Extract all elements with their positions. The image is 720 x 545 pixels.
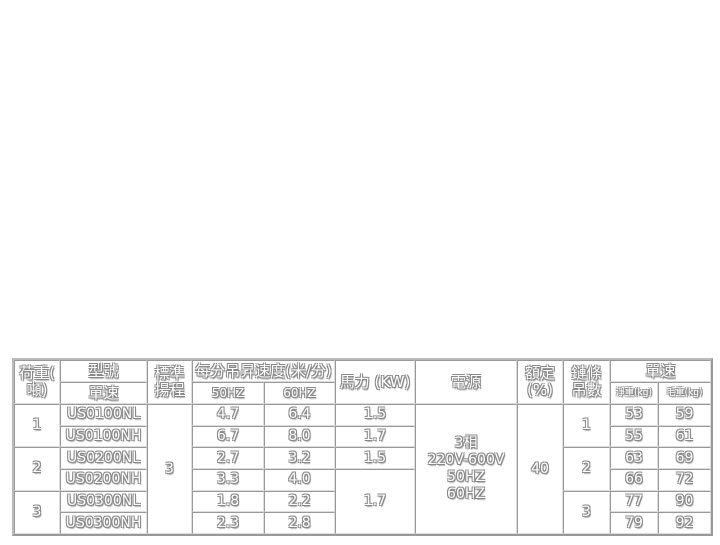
table-row: 3 US0300NL 1.8 2.2 3 77 90 (14, 490, 712, 534)
cell-lift: 3 (147, 404, 192, 534)
cell-model: US0100NH (60, 425, 147, 448)
cell-gross: 72 (658, 468, 712, 491)
cell-gross: 69 (658, 447, 712, 469)
header-net-weight: 淨重(kg) (610, 382, 659, 404)
cell-speed-50: 6.7 (192, 425, 264, 448)
cell-power: 1.5 (335, 447, 416, 469)
header-speed: 每分吊昇速度(米/分) (192, 360, 336, 382)
hoist-spec-table: 荷重(噸) 型號 標準揚程 每分吊昇速度(米/分) 馬力 (KW) 電源 額定(… (12, 358, 714, 536)
header-gross-weight: 毛重(kg) (658, 382, 712, 404)
cell-model: US0300NL (60, 490, 147, 513)
cell-model: US0200NH (60, 468, 147, 491)
header-model: 型號 (60, 360, 147, 382)
cell-speed-50: 2.3 (192, 512, 264, 534)
header-60hz: 60HZ (264, 382, 336, 404)
cell-gross: 90 (658, 490, 712, 513)
cell-chain: 3 (563, 490, 611, 534)
cell-speed-60: 2.8 (264, 512, 336, 534)
cell-load: 1 (14, 404, 60, 448)
cell-speed-50: 4.7 (192, 404, 264, 426)
cell-gross: 92 (658, 512, 712, 534)
cell-net: 63 (610, 447, 659, 469)
cell-net: 77 (610, 490, 659, 513)
cell-speed-60: 2.2 (264, 490, 336, 513)
cell-speed-60: 3.2 (264, 447, 336, 469)
cell-net: 55 (610, 425, 659, 448)
cell-net: 79 (610, 512, 659, 534)
cell-net: 66 (610, 468, 659, 491)
cell-load: 3 (14, 490, 60, 534)
header-rated: 額定(%) (517, 360, 564, 404)
cell-model: US0100NL (60, 404, 147, 426)
cell-model: US0200NL (60, 447, 147, 469)
cell-power: 1.7 (335, 468, 416, 534)
cell-speed-60: 6.4 (264, 404, 336, 426)
table-row: 2 US0200NL 2.7 3.2 1.5 2 63 69 (14, 447, 712, 491)
header-load: 荷重(噸) (14, 360, 60, 404)
table-row: US0200NH 3.3 4.0 1.7 66 72 (14, 468, 712, 534)
cell-net: 53 (610, 404, 659, 426)
cell-speed-60: 8.0 (264, 425, 336, 448)
cell-rated: 40 (517, 404, 564, 534)
header-weight-group: 單速 (610, 360, 712, 382)
cell-speed-60: 4.0 (264, 468, 336, 491)
table-row: US0100NH 6.7 8.0 1.7 55 61 (14, 425, 712, 448)
cell-speed-50: 2.7 (192, 447, 264, 469)
header-lift: 標準揚程 (147, 360, 192, 404)
cell-model: US0300NH (60, 512, 147, 534)
cell-chain: 2 (563, 447, 611, 491)
cell-speed-50: 3.3 (192, 468, 264, 491)
header-50hz: 50HZ (192, 382, 264, 404)
cell-speed-50: 1.8 (192, 490, 264, 513)
cell-chain: 1 (563, 404, 611, 448)
cell-gross: 61 (658, 425, 712, 448)
cell-gross: 59 (658, 404, 712, 426)
header-power: 馬力 (KW) (335, 360, 416, 404)
cell-power: 1.5 (335, 404, 416, 426)
header-chain: 鏈條吊數 (563, 360, 611, 404)
cell-power: 1.7 (335, 425, 416, 448)
header-single-speed: 單速 (60, 382, 147, 404)
header-source: 電源 (415, 360, 518, 404)
cell-load: 2 (14, 447, 60, 491)
table-row: US0300NH 2.3 2.8 79 92 (14, 512, 712, 534)
